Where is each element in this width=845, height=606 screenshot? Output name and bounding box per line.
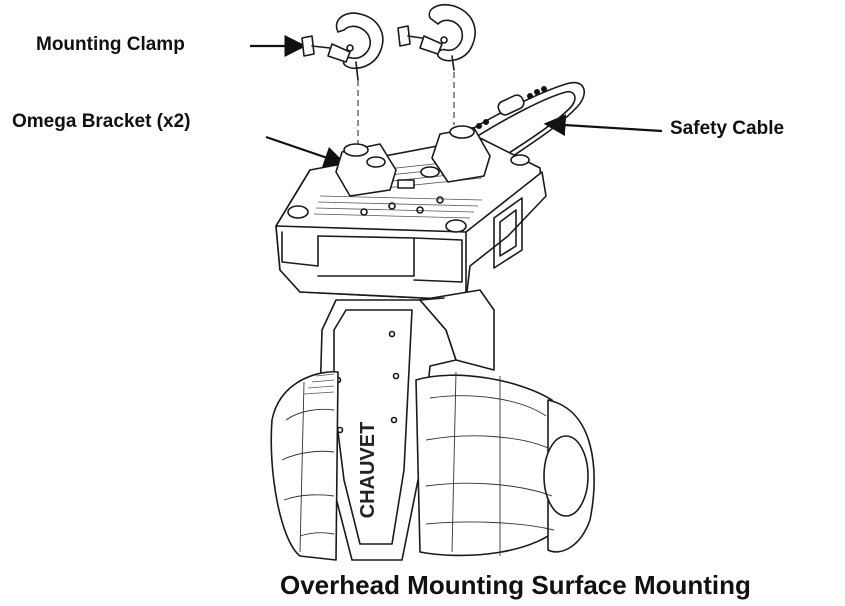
mounting-clamp-right: [397, 3, 476, 71]
fixture-base: [275, 125, 547, 301]
mounting-clamp-left: [301, 12, 384, 81]
cable-arrow: [543, 114, 663, 137]
omega-arrow: [265, 135, 347, 168]
figure-caption: Overhead Mounting Surface Mounting: [280, 570, 751, 600]
safety-cable-label: Safety Cable: [670, 118, 785, 139]
omega-bracket-label: Omega Bracket (x2): [12, 111, 191, 132]
yoke-arm: CHAUVET: [319, 289, 495, 561]
mounting-clamp-label: Mounting Clamp: [36, 34, 185, 55]
arm-brand-text: CHAUVET: [357, 422, 379, 519]
safety-cable: [459, 81, 586, 173]
fixture-head: [270, 370, 595, 561]
leader-arrows: [250, 35, 663, 168]
